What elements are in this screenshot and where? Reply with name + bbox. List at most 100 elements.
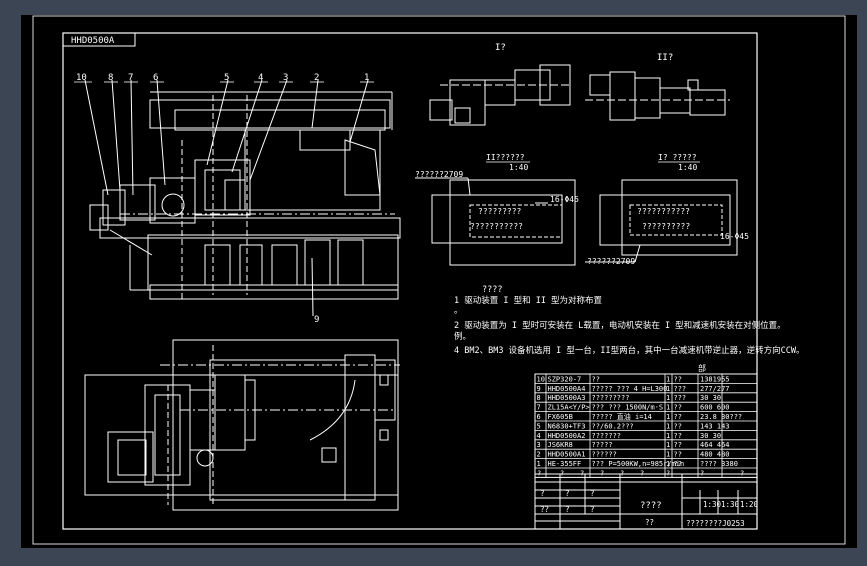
section-ii-label: II?????? [486, 153, 525, 162]
sheet-no-cell: 1:20 [740, 500, 759, 509]
bom-cell-code: FX605B [548, 413, 573, 421]
drawing-number: ????????J0253 [686, 519, 745, 528]
bom-cell-name: ????? 直油 i=14 [592, 412, 652, 421]
stage-cell-0: ? [540, 489, 545, 498]
bom-cell-no: 6 [537, 413, 541, 421]
plan-view [84, 339, 400, 511]
dim-right-bottom: ??????2709 [587, 257, 635, 266]
bom-cell-no: 8 [537, 394, 541, 402]
bom-cell-wt: 143 143 [700, 422, 730, 430]
section-i-label: I? ????? [658, 153, 697, 162]
bom-cell-qty: 1 [666, 432, 670, 440]
foundation-right-labels: I? ????? 1:40 ??????????? ?????????? 16-… [587, 153, 749, 266]
bom-cell-wt: 1381955 [700, 375, 730, 383]
bom-cell-name: ??? P=500KW,n=985r/min [592, 460, 685, 468]
bom-cell-wt: 23.8 30??? [700, 413, 742, 421]
bom-footer-cell: ? [666, 469, 670, 477]
notes-heading: ???? [482, 285, 502, 295]
bom-cell-wt: 464 464 [700, 441, 730, 449]
title-block [534, 473, 758, 530]
bom-cell-qty: 1 [666, 394, 670, 402]
bom-cell-mat: ??? [674, 394, 687, 402]
note-line-2: 2 驱动装置为 I 型时可安装在 L载置，电动机安装在 I 型和减速机安装在对侧… [454, 320, 786, 331]
part-label-4: 4 [258, 73, 263, 83]
dim-left-mid2: ??????????? [470, 222, 523, 231]
bom-cell-code: ZL15A<Y/P> [548, 404, 590, 412]
drawing-title: ???? [640, 501, 662, 511]
bom-cell-no: 9 [537, 385, 541, 393]
bom-cell-wt: ???? 3380 [700, 460, 738, 468]
bom-cell-no: 5 [537, 422, 541, 430]
bom-cell-mat: ?? [674, 432, 682, 440]
part-label-9: 9 [314, 315, 319, 325]
bom-cell-wt: 480 480 [700, 451, 730, 459]
scale-left-label: 1:40 [509, 163, 528, 172]
bom-footer-cell: ? [580, 469, 584, 477]
note-line-1: 1 驱动装置 I 型和 II 型为对称布置 [454, 295, 603, 306]
bom-cell-mat: ?? [674, 441, 682, 449]
bom-cell-mat: ?? [674, 460, 682, 468]
bom-cell-qty: 1 [666, 375, 670, 383]
bom-cell-wt: 277/277 [700, 385, 730, 393]
bom-cell-code: HHD0500A3 [548, 394, 586, 402]
stage-cell-4: ? [565, 505, 570, 514]
bom-cell-no: 4 [537, 432, 541, 440]
part-label-5: 5 [224, 73, 229, 83]
bom-cell-no: 7 [537, 404, 541, 412]
bom-cell-qty: 1 [666, 385, 670, 393]
sheet-cell: 1:30 [721, 500, 740, 509]
bom-cell-qty: 1 [666, 451, 670, 459]
bom-footer-cell: ? [560, 469, 564, 477]
bom-cell-mat: ?? [674, 422, 682, 430]
dim-right-mid: ??????????? [637, 207, 690, 216]
dim-left-mid: ????????? [478, 207, 522, 216]
foundation-plan-right [585, 179, 738, 263]
bom-cell-qty: 1 [666, 422, 670, 430]
foundation-plan-left [415, 177, 576, 266]
bom-cell-no: 10 [537, 375, 545, 383]
bom-cell-wt: 600 600 [700, 404, 730, 412]
part-label-7: 7 [128, 73, 133, 83]
bom-cell-mat: ?? [674, 451, 682, 459]
bom-cell-code: HHD0500A2 [548, 432, 586, 440]
bom-cell-name: ?? [592, 375, 600, 383]
view-i-label: I? [495, 43, 506, 53]
bom-footer-cell: ? [620, 469, 624, 477]
bom-cell-name: ??????? [592, 432, 622, 440]
bom-cell-wt: 30 30 [700, 394, 721, 402]
technical-notes: ???? 1 驱动装置 I 型和 II 型为对称布置 。 2 驱动装置为 I 型… [454, 285, 805, 356]
part-number-labels: 10 8 7 6 5 4 3 2 1 9 [76, 73, 369, 325]
bom-cell-name: ????? ??? 4 H=L300 [592, 385, 668, 393]
note-line-2b: 例。 [454, 331, 471, 342]
dim-left-bolt: 16-Φ45 [550, 195, 579, 204]
note-line-3: 4 BM2、BM3 设备机选用 I 型一台，II型两台，其中一台减速机带逆止器，… [454, 345, 805, 356]
bom-cell-qty: 1 [666, 413, 670, 421]
view-type-ii [585, 71, 730, 121]
view-ii-label: II? [657, 53, 673, 63]
bom-header: 部 [698, 363, 706, 373]
bom-footer-cell: ? [640, 469, 644, 477]
dim-right-mid2: ?????????? [642, 222, 690, 231]
part-label-1: 1 [364, 73, 369, 83]
stage-cell-5: ? [590, 505, 595, 514]
front-elevation [84, 79, 401, 317]
sheet-inner-frame [62, 32, 758, 530]
bom-footer-cell: ? [537, 469, 541, 477]
bom-cell-name: ????? [592, 441, 613, 449]
note-line-1b: 。 [454, 306, 463, 316]
company-name: ?? [645, 518, 654, 527]
bom-cell-wt: 30 30 [700, 432, 721, 440]
bom-cell-code: JS6KR8 [548, 441, 573, 449]
dim-left-top: ??????2709 [415, 170, 463, 179]
scale-cell: 1:30 [703, 500, 722, 509]
title-block-text: ???? ?? ????????J0253 ? ? ? ?? ? ? 1:30 … [540, 489, 759, 528]
bom-footer-cell: ? [600, 469, 604, 477]
bom-cell-mat: ?? [674, 404, 682, 412]
bom-cell-code: HHD0500A1 [548, 451, 586, 459]
bom-cell-no: 3 [537, 441, 541, 449]
bom-cell-mat: ?? [674, 375, 682, 383]
part-label-6: 6 [153, 73, 158, 83]
